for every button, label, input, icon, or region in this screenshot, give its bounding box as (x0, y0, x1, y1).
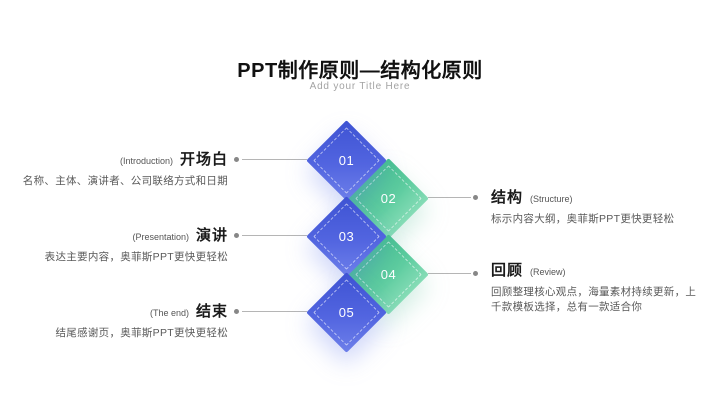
item-title: 结构 (491, 188, 524, 206)
item-presentation: (Presentation) 演讲 表达主要内容，奥菲斯PPT更快更轻松 (0, 225, 228, 265)
item-title: 开场白 (179, 150, 228, 168)
page-title: PPT制作原则—结构化原则 (237, 60, 483, 82)
item-introduction: (Introduction) 开场白 名称、主体、演讲者、公司联络方式和日期 (0, 149, 228, 189)
page-subtitle: Add your Title Here (309, 81, 411, 92)
connector-dot-icon (234, 309, 239, 314)
item-tag: (Introduction) (119, 155, 173, 166)
diamond-step-1: 01 (305, 119, 387, 201)
connector-line (428, 197, 471, 198)
connector-dot-icon (234, 157, 239, 162)
step-number: 03 (338, 228, 354, 244)
step-number: 01 (338, 152, 354, 168)
connector-line (242, 235, 307, 236)
connector-line (242, 311, 307, 312)
item-desc: 表达主要内容，奥菲斯PPT更快更轻松 (44, 250, 228, 263)
connector-line (428, 273, 471, 274)
item-tag: (The end) (149, 307, 189, 318)
connector-dot-icon (473, 271, 478, 276)
connector-dot-icon (473, 195, 478, 200)
connector-line (242, 159, 307, 160)
item-desc: 名称、主体、演讲者、公司联络方式和日期 (22, 174, 228, 187)
item-title: 演讲 (195, 226, 228, 244)
connector-dot-icon (234, 233, 239, 238)
diamond-step-3: 03 (305, 195, 387, 277)
item-desc: 标示内容大纲，奥菲斯PPT更快更轻松 (491, 212, 675, 225)
item-structure: 结构 (Structure) 标示内容大纲，奥菲斯PPT更快更轻松 (491, 187, 706, 227)
item-review: 回顾 (Review) 回顾整理核心观点，海量素材持续更新，上千款模板选择，总有一… (491, 260, 706, 315)
item-title: 结束 (195, 302, 228, 320)
item-desc: 回顾整理核心观点，海量素材持续更新，上千款模板选择，总有一款适合你 (491, 286, 697, 313)
diamond-step-5: 05 (305, 271, 387, 353)
step-number: 05 (338, 304, 354, 320)
item-tag: (Structure) (530, 193, 573, 204)
item-tag: (Review) (530, 267, 566, 277)
item-desc: 结尾感谢页，奥菲斯PPT更快更轻松 (55, 326, 228, 339)
item-the-end: (The end) 结束 结尾感谢页，奥菲斯PPT更快更轻松 (0, 301, 228, 341)
item-tag: (Presentation) (132, 231, 189, 242)
item-title: 回顾 (491, 262, 524, 279)
